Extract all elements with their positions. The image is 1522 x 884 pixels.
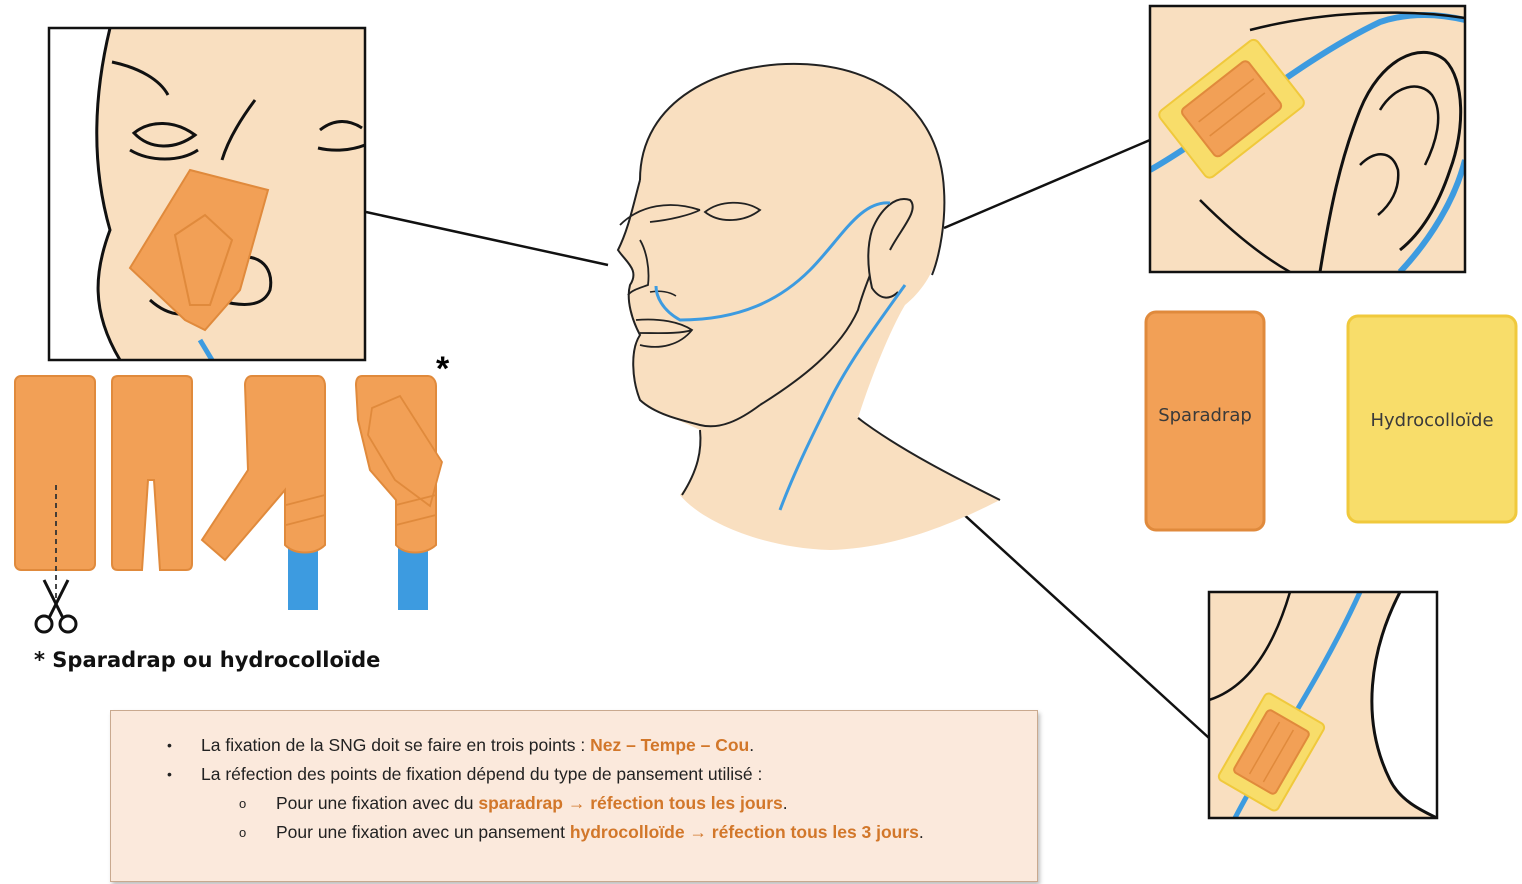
info-box: • La fixation de la SNG doit se faire en… — [110, 710, 1038, 882]
highlight-sparadrap: sparadrap — [478, 793, 563, 813]
hydrocolloide-label: Hydrocolloïde — [1348, 410, 1516, 431]
strip-step-2 — [112, 376, 192, 570]
nose-closeup-panel — [49, 28, 365, 360]
head-illustration — [618, 64, 1000, 550]
bullet-icon: • — [167, 737, 172, 753]
item-text: La fixation de la SNG doit se faire en t… — [201, 735, 754, 756]
footnote: * Sparadrap ou hydrocolloïde — [34, 648, 380, 672]
item-text: Pour une fixation avec un pansement hydr… — [276, 822, 924, 843]
item-text: Pour une fixation avec du sparadrap → ré… — [276, 793, 788, 814]
temple-closeup-panel — [1150, 6, 1465, 272]
strip-step-3 — [202, 376, 325, 610]
highlight-fixation-points: Nez – Tempe – Cou — [590, 735, 749, 755]
bullet-icon: • — [167, 766, 172, 782]
strip-step-1 — [15, 376, 95, 600]
arrow-icon: → — [685, 822, 712, 842]
sub-bullet-icon: o — [239, 796, 246, 811]
asterisk-marker: * — [436, 350, 449, 389]
arrow-icon: → — [563, 793, 590, 813]
neck-closeup-panel — [1209, 592, 1437, 818]
highlight-3-days: réfection tous les 3 jours — [712, 822, 919, 842]
highlight-hydrocolloide: hydrocolloïde — [570, 822, 685, 842]
highlight-daily: réfection tous les jours — [590, 793, 783, 813]
item-text: La réfection des points de fixation dépe… — [201, 764, 762, 785]
strip-step-4 — [356, 376, 442, 610]
sub-bullet-icon: o — [239, 825, 246, 840]
sparadrap-label: Sparadrap — [1146, 405, 1264, 426]
